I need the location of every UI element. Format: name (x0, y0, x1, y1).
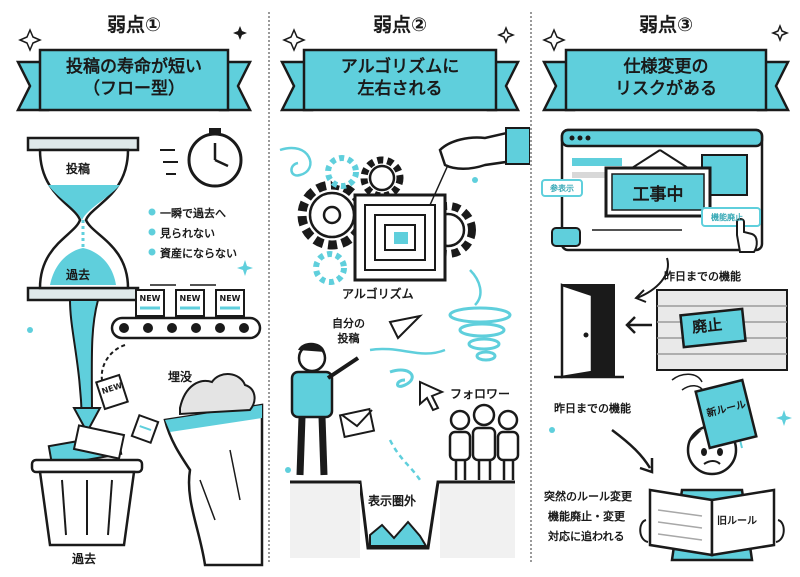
ribbon-line: 仕様変更の (623, 57, 709, 77)
old-feature-label-top: 昨日までの機能 (664, 270, 741, 283)
new-rule-book-icon (694, 378, 758, 450)
curved-arrow-icon (636, 257, 669, 299)
followers-icon (448, 403, 520, 480)
conveyor-belt-icon (110, 284, 262, 340)
sparkle-icon (770, 23, 790, 43)
panel-2-illustration (279, 25, 530, 558)
hourglass-bottom-label: 過去 (66, 268, 91, 282)
panel-weakness-2: 弱点② アルゴリズムに 左右される アルゴリズム 自分の 投稿 フォロワー 表示… (270, 0, 530, 577)
clock-icon (160, 128, 243, 188)
hourglass-top-label: 投稿 (66, 162, 91, 176)
old-feature-label-door: 昨日までの機能 (554, 402, 631, 415)
ribbon-line: アルゴリズムに (340, 57, 460, 77)
panel-1-illustration (15, 26, 264, 567)
hand-cursor-icon (736, 218, 758, 253)
sparkle-icon (233, 26, 247, 40)
out-of-range-label: 表示圏外 (368, 494, 417, 508)
ribbon-banner-1 (15, 48, 253, 112)
ribbon-line: 投稿の寿命が短い (66, 57, 202, 77)
ribbon-banner-3 (541, 48, 791, 112)
ribbon-line: （フロー型） (83, 79, 185, 99)
sand-stream (68, 299, 100, 421)
own-post-line: 自分の (332, 317, 365, 330)
new-tag: NEW (139, 294, 161, 303)
chip-left (541, 179, 583, 197)
person-icon (290, 342, 360, 476)
trash-label: 過去 (72, 552, 97, 566)
new-tag: NEW (179, 294, 201, 303)
envelope-icon (338, 407, 376, 439)
weakness-heading-2: 弱点② (372, 14, 428, 36)
buried-label: 埋没 (168, 370, 193, 384)
ribbon-title-1: 投稿の寿命が短い （フロー型） (40, 56, 228, 100)
own-post-line: 投稿 (337, 332, 360, 345)
door-icon (554, 283, 624, 379)
chip-left-label: 参表示 (550, 184, 574, 193)
stress-line: 対応に追われる (548, 530, 625, 543)
bullet-icon (148, 248, 156, 256)
construction-sign-icon (604, 149, 712, 218)
panel-3-illustration (541, 23, 792, 562)
tornado-icon (389, 306, 512, 388)
panel-weakness-3: 弱点③ 仕様変更の リスクがある 工事中 参表示 機能廃止 昨日までの機能 廃止… (532, 0, 800, 577)
arrow-down-icon (72, 407, 102, 435)
chip-right-label: 機能廃止 (711, 213, 743, 222)
weakness-heading-1: 弱点① (106, 14, 162, 36)
sparkle-icon (542, 28, 566, 52)
trash-can-icon (30, 424, 144, 547)
curved-arrow-icon (100, 344, 126, 381)
algorithm-label: アルゴリズム (342, 287, 414, 301)
sparkle-icon (496, 25, 516, 45)
bullet-item: 一瞬で過去へ (160, 207, 226, 220)
arrow-left-icon (625, 316, 652, 334)
hourglass-icon (26, 136, 140, 302)
construction-sign-label: 工事中 (632, 185, 684, 205)
follower-label: フォロワー (450, 387, 511, 401)
sparkle-icon (237, 260, 253, 276)
ribbon-banner-2 (279, 48, 521, 112)
ribbon-line: 左右される (357, 79, 443, 99)
paper-plane-icon (388, 314, 424, 340)
old-rule-book-icon (639, 488, 785, 557)
panel-weakness-1: 弱点① 投稿の寿命が短い （フロー型） 投稿 過去 一瞬で過去へ 見られない 資… (0, 0, 268, 577)
sparkle-icon (776, 410, 792, 426)
own-post-label: 自分の 投稿 (332, 316, 365, 346)
stress-line: 突然のルール変更 (544, 490, 632, 503)
panel-divider-1 (268, 12, 270, 562)
sparkle-icon (282, 28, 306, 52)
new-tag: NEW (219, 294, 241, 303)
ribbon-title-3: 仕様変更の リスクがある (566, 56, 766, 100)
bullet-icon (148, 208, 156, 216)
ribbon-line: リスクがある (615, 79, 717, 99)
flying-post-icon (95, 373, 160, 445)
bullet-item: 見られない (160, 227, 215, 240)
ribbon-title-2: アルゴリズムに 左右される (304, 56, 496, 100)
maze-icon (353, 193, 447, 282)
arrow-down-icon (611, 429, 652, 469)
stress-line: 機能廃止・変更 (548, 510, 625, 523)
bullet-icon (148, 228, 156, 236)
cliff-icon (163, 373, 264, 567)
bullet-item: 資産にならない (160, 247, 237, 260)
cursor-icon (419, 380, 445, 412)
chip-right (701, 207, 761, 227)
old-rule-book-label: 旧ルール (717, 516, 757, 527)
weakness-heading-3: 弱点③ (638, 14, 694, 36)
pit-icon (290, 480, 515, 558)
sparkle-icon (18, 28, 42, 52)
abolished-label: 廃止 (691, 315, 723, 337)
brick-wall-icon (656, 289, 788, 371)
panel-divider-2 (530, 12, 532, 562)
